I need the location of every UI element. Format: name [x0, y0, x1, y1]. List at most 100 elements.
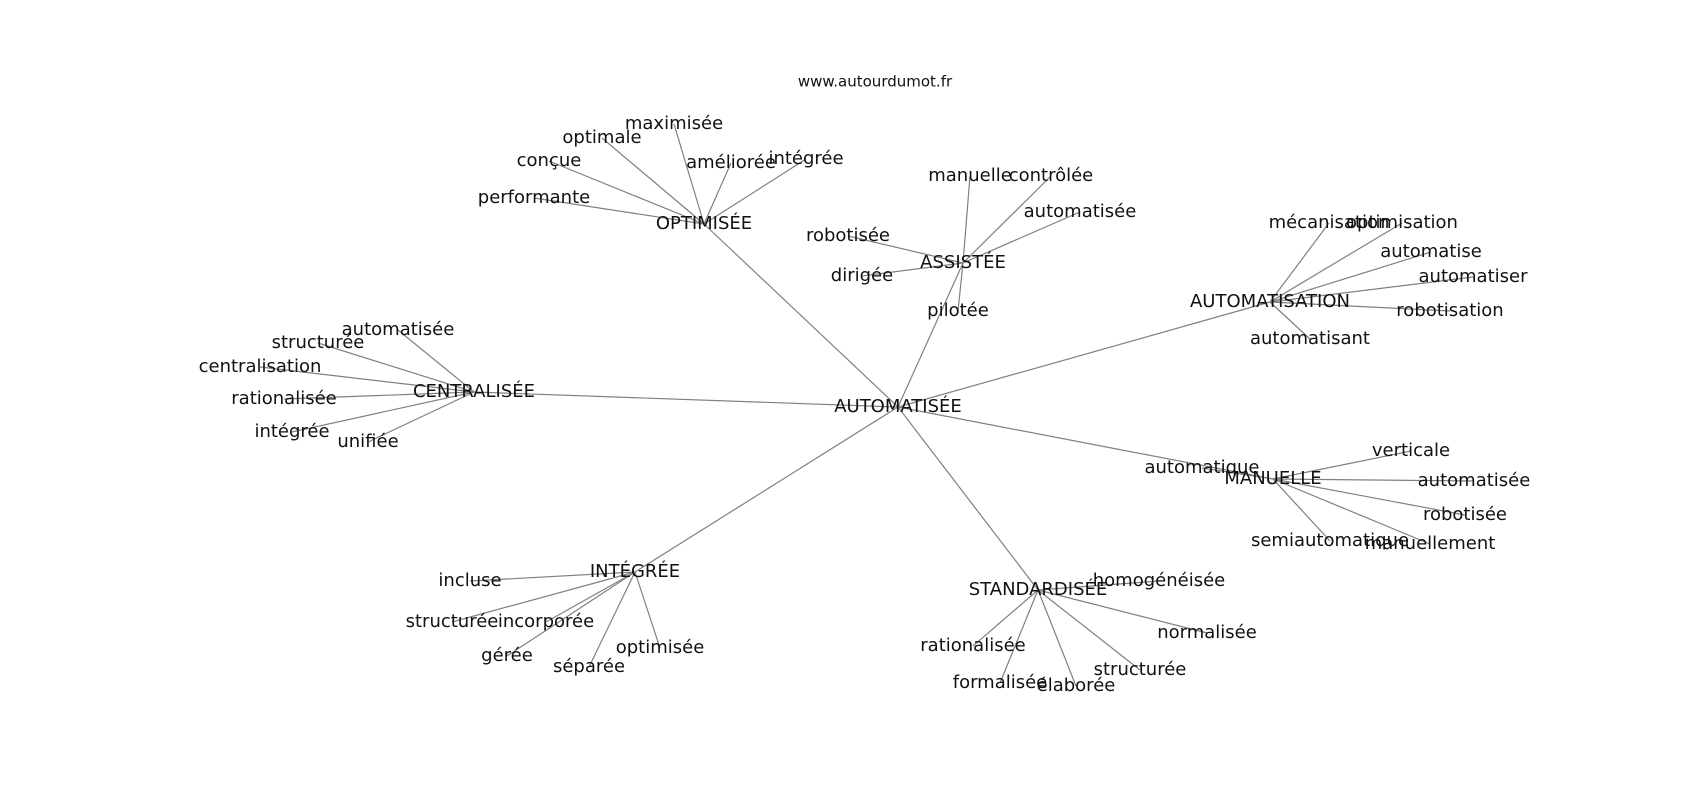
- edge-root-automatisation: [897, 301, 1271, 408]
- edge-centralisee-leaf: [317, 342, 475, 393]
- leaf-node-manuelle: automatisée: [1418, 470, 1531, 491]
- leaf-node-assistee: dirigée: [831, 265, 893, 286]
- leaf-node-integree: incorporée: [498, 611, 594, 632]
- edge-manuelle-leaf: [1272, 478, 1466, 516]
- leaf-node-integree: incluse: [438, 570, 501, 591]
- edge-optimisee-leaf: [703, 158, 807, 225]
- edge-integree-leaf: [506, 571, 636, 657]
- edge-optimisee-leaf: [673, 123, 705, 225]
- leaf-node-manuelle: semiautomatique: [1251, 530, 1409, 551]
- edge-manuelle-leaf: [1272, 450, 1412, 480]
- leaf-node-integree: séparée: [553, 656, 625, 677]
- leaf-node-standardisee: rationalisée: [920, 635, 1025, 656]
- leaf-node-assistee: robotisée: [806, 225, 890, 246]
- root-node-label: AUTOMATISÉE: [834, 395, 962, 417]
- watermark: www.autourdumot.fr: [798, 73, 953, 91]
- edge-automatisation-leaf: [1269, 222, 1403, 303]
- hub-node-optimisee: OPTIMISÉE: [656, 212, 752, 234]
- leaf-node-automatisation: automatise: [1380, 241, 1482, 262]
- edge-integree-leaf: [588, 571, 636, 668]
- hub-node-assistee: ASSISTÉE: [920, 251, 1006, 273]
- edge-optimisee-leaf: [601, 137, 705, 225]
- edge-optimisee-leaf: [703, 162, 732, 225]
- edge-optimisee-leaf: [533, 197, 705, 225]
- leaf-node-assistee: manuelle: [928, 165, 1012, 186]
- edge-root-optimisee: [703, 223, 899, 408]
- leaf-node-manuelle: manuellement: [1365, 533, 1496, 554]
- leaf-node-manuelle: automatique: [1144, 457, 1259, 478]
- leaf-node-integree: gérée: [481, 645, 533, 666]
- edge-automatisation-leaf: [1269, 301, 1451, 312]
- leaf-node-standardisee: formalisée: [953, 672, 1048, 693]
- edge-centralisee-leaf: [259, 366, 475, 393]
- edge-standardisee-leaf: [1037, 580, 1160, 591]
- edge-manuelle-leaf: [1272, 478, 1431, 545]
- leaf-node-assistee: contrôlée: [1009, 165, 1094, 186]
- leaf-node-manuelle: verticale: [1372, 440, 1450, 461]
- hub-node-centralisee: CENTRALISÉE: [413, 380, 535, 402]
- leaf-node-automatisation: mécanisation: [1269, 212, 1390, 233]
- edge-manuelle-leaf: [1201, 467, 1274, 480]
- hub-node-automatisation: AUTOMATISATION: [1190, 291, 1350, 312]
- edge-assistee-leaf: [957, 262, 964, 312]
- leaf-node-optimisee: conçue: [517, 150, 582, 171]
- hub-node-standardisee: STANDARDISÉE: [969, 578, 1108, 600]
- edge-manuelle-leaf: [1272, 478, 1331, 542]
- leaf-node-centralisee: structurée: [272, 332, 365, 353]
- edge-standardisee-leaf: [1037, 589, 1077, 687]
- hub-node-manuelle: MANUELLE: [1224, 468, 1321, 489]
- edge-root-standardisee: [897, 406, 1039, 591]
- leaf-node-standardisee: structurée: [1094, 659, 1187, 680]
- edge-assistee-leaf: [962, 175, 971, 264]
- leaf-node-centralisee: unifiée: [337, 431, 398, 452]
- edge-integree-leaf: [634, 571, 661, 649]
- leaf-node-integree: optimisée: [616, 637, 705, 658]
- edge-root-centralisee: [473, 391, 899, 408]
- edge-centralisee-leaf: [291, 391, 475, 433]
- leaf-node-assistee: automatisée: [1024, 201, 1137, 222]
- leaf-node-standardisee: normalisée: [1157, 622, 1257, 643]
- edge-automatisation-leaf: [1269, 222, 1330, 303]
- edge-standardisee-leaf: [972, 589, 1039, 647]
- edge-optimisee-leaf: [548, 160, 705, 225]
- hub-node-integree: INTÉGRÉE: [590, 560, 680, 582]
- leaf-node-optimisee: performante: [478, 187, 590, 208]
- leaf-node-optimisee: améliorée: [686, 152, 776, 173]
- leaf-node-centralisee: rationalisée: [231, 388, 336, 409]
- edge-manuelle-leaf: [1272, 478, 1475, 482]
- leaf-node-standardisee: élaborée: [1037, 675, 1116, 696]
- leaf-node-centralisee: automatisée: [342, 319, 455, 340]
- edge-integree-leaf: [451, 571, 636, 623]
- edge-centralisee-leaf: [283, 391, 475, 400]
- leaf-node-assistee: pilotée: [927, 300, 989, 321]
- leaf-node-optimisee: maximisée: [625, 113, 723, 134]
- leaf-node-standardisee: homogénéisée: [1093, 570, 1225, 591]
- edge-assistee-leaf: [962, 211, 1081, 264]
- edge-assistee-leaf: [861, 262, 964, 277]
- leaf-node-centralisee: intégrée: [254, 421, 329, 442]
- leaf-node-automatisation: optimisation: [1346, 212, 1458, 233]
- edge-standardisee-leaf: [1037, 589, 1208, 634]
- edges: [259, 123, 1475, 687]
- edge-standardisee-leaf: [1037, 589, 1141, 671]
- edge-centralisee-leaf: [397, 329, 475, 393]
- edge-assistee-leaf: [847, 235, 964, 264]
- edge-integree-leaf: [545, 571, 636, 623]
- edge-root-integree: [634, 406, 899, 573]
- leaf-node-manuelle: robotisée: [1423, 504, 1507, 525]
- leaf-node-optimisee: intégrée: [768, 148, 843, 169]
- leaf-node-automatisation: automatisant: [1250, 328, 1370, 349]
- leaf-node-centralisee: centralisation: [199, 356, 322, 377]
- edge-assistee-leaf: [962, 175, 1052, 264]
- edge-automatisation-leaf: [1269, 301, 1311, 340]
- leaf-node-integree: structurée: [406, 611, 499, 632]
- edge-centralisee-leaf: [367, 391, 475, 443]
- leaf-node-optimisee: optimale: [562, 127, 641, 148]
- edge-root-assistee: [897, 262, 964, 408]
- edge-standardisee-leaf: [999, 589, 1039, 684]
- labels: AUTOMATISÉEOPTIMISÉEmaximiséeoptimalecon…: [199, 113, 1531, 696]
- edge-root-manuelle: [897, 406, 1274, 480]
- edge-integree-leaf: [469, 571, 636, 582]
- leaf-node-automatisation: automatiser: [1419, 266, 1529, 287]
